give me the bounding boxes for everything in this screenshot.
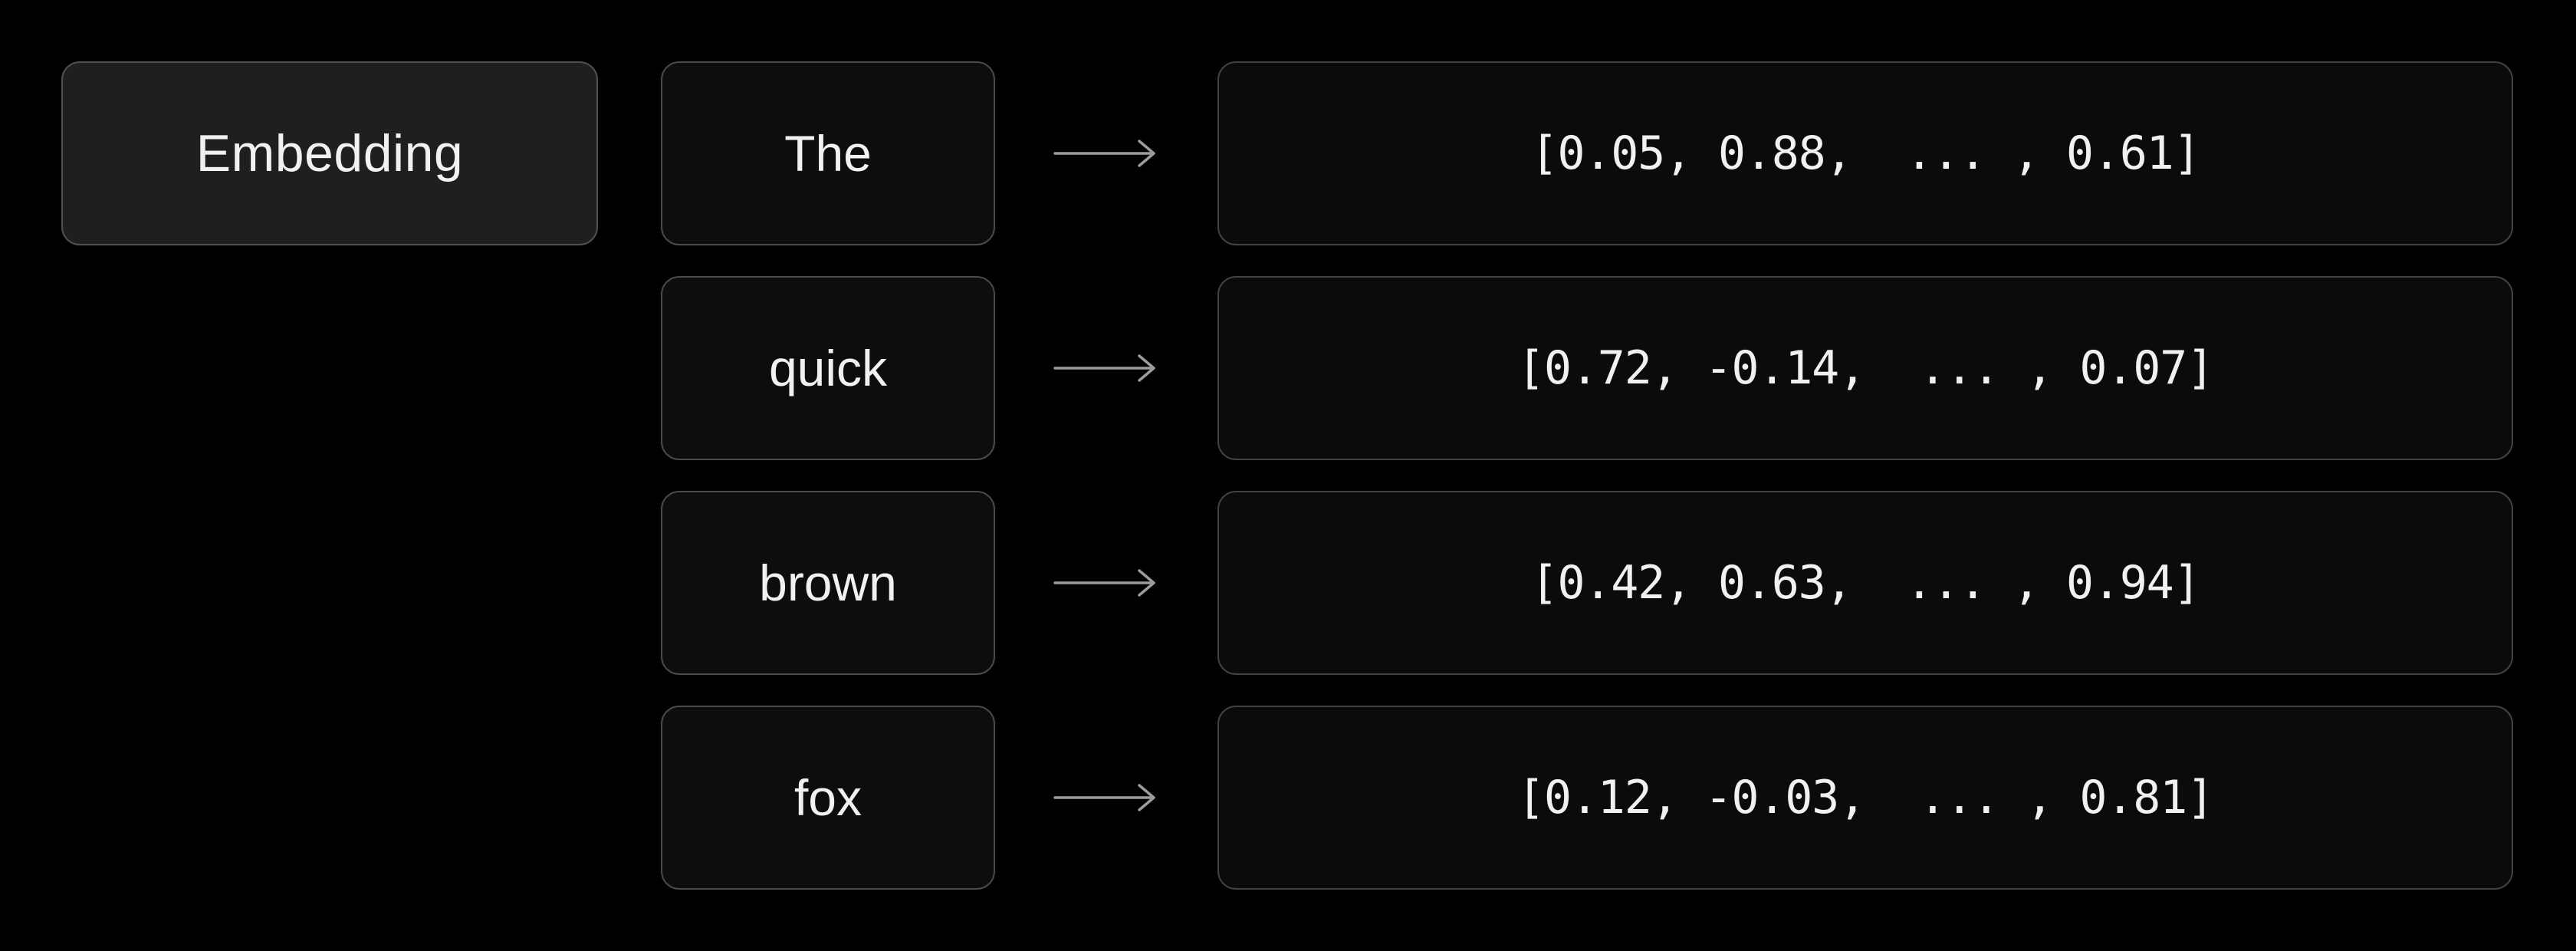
embedding-title-box: Embedding — [61, 61, 598, 245]
arrow-icon — [1052, 135, 1162, 172]
arrow-icon — [1052, 779, 1162, 816]
vector-box: [0.72, -0.14, ... , 0.07] — [1217, 276, 2513, 460]
vector-box: [0.12, -0.03, ... , 0.81] — [1217, 706, 2513, 890]
vector-value: [0.42, 0.63, ... , 0.94] — [1530, 556, 2200, 610]
token-box-fox: fox — [661, 706, 995, 890]
token-box-the: The — [661, 61, 995, 245]
token-box-quick: quick — [661, 276, 995, 460]
vector-value: [0.12, -0.03, ... , 0.81] — [1517, 771, 2214, 824]
embedding-title: Embedding — [196, 124, 464, 183]
arrow-icon — [1052, 350, 1162, 387]
token-label: quick — [768, 340, 888, 397]
vector-box: [0.42, 0.63, ... , 0.94] — [1217, 491, 2513, 675]
token-box-brown: brown — [661, 491, 995, 675]
vector-value: [0.72, -0.14, ... , 0.07] — [1517, 341, 2214, 395]
arrow-icon — [1052, 564, 1162, 601]
token-label: The — [784, 125, 872, 182]
vector-box: [0.05, 0.88, ... , 0.61] — [1217, 61, 2513, 245]
token-label: brown — [759, 554, 897, 611]
token-label: fox — [794, 769, 863, 826]
vector-value: [0.05, 0.88, ... , 0.61] — [1530, 127, 2200, 180]
